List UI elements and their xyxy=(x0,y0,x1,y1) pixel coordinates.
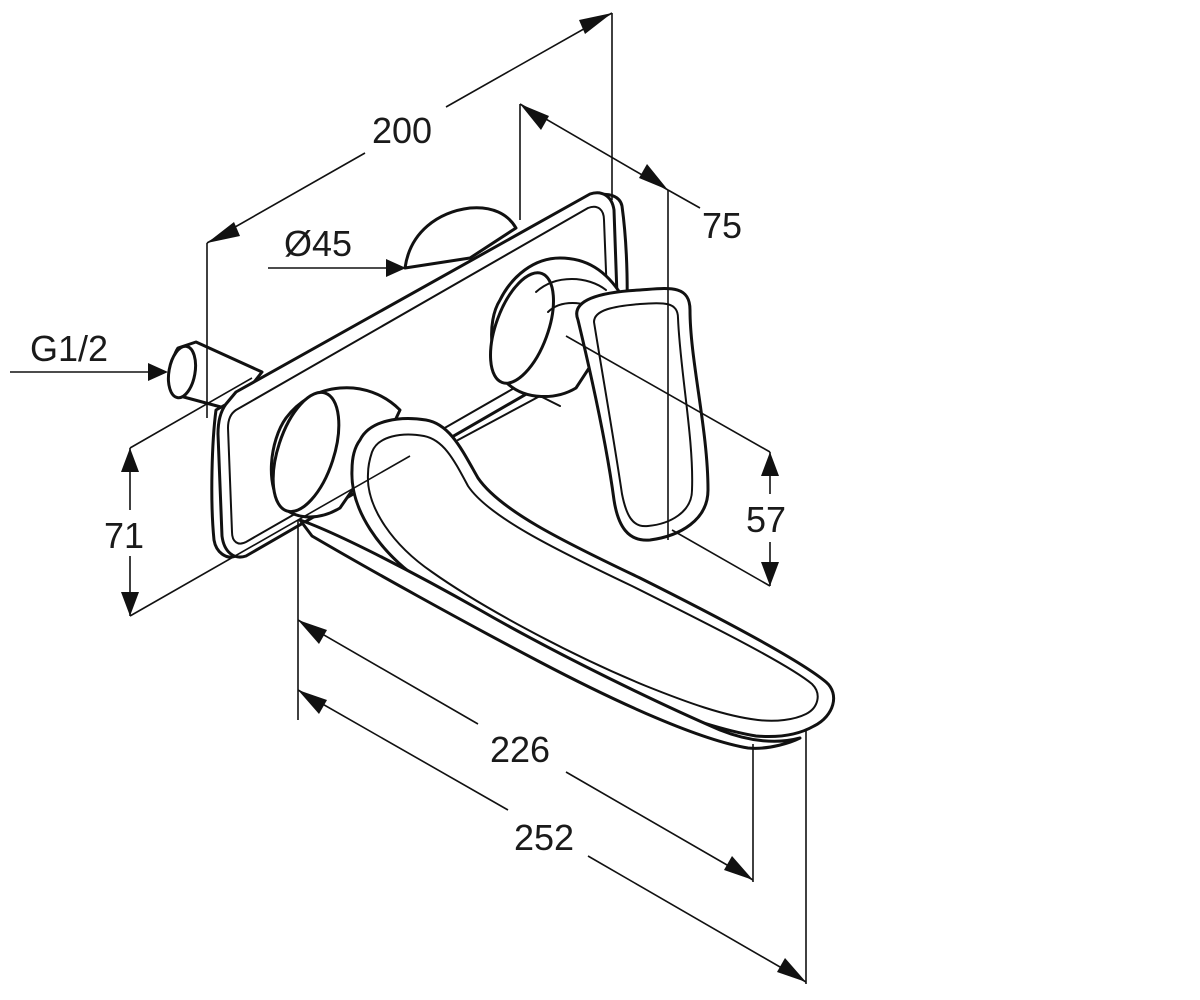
dim-label-height-spout: 71 xyxy=(104,515,144,556)
lever-paddle xyxy=(575,287,710,542)
faucet-outline xyxy=(166,191,836,750)
mixer-lever xyxy=(489,256,710,542)
dim-label-total-projection: 252 xyxy=(514,817,574,858)
dimension-lines xyxy=(10,12,807,984)
spout xyxy=(269,386,836,750)
rear-rosette xyxy=(403,206,518,270)
dim-label-connection-thread: G1/2 xyxy=(30,328,108,369)
dim-label-spout-projection: 226 xyxy=(490,729,550,770)
dim-label-total-depth: 200 xyxy=(372,110,432,151)
dim-label-plate-offset: 75 xyxy=(702,205,742,246)
dim-label-height-handle: 57 xyxy=(746,499,786,540)
dim-label-rosette-diameter: Ø45 xyxy=(284,223,352,264)
dimension-labels: 200 75 Ø45 G1/2 71 57 226 252 xyxy=(30,110,786,858)
